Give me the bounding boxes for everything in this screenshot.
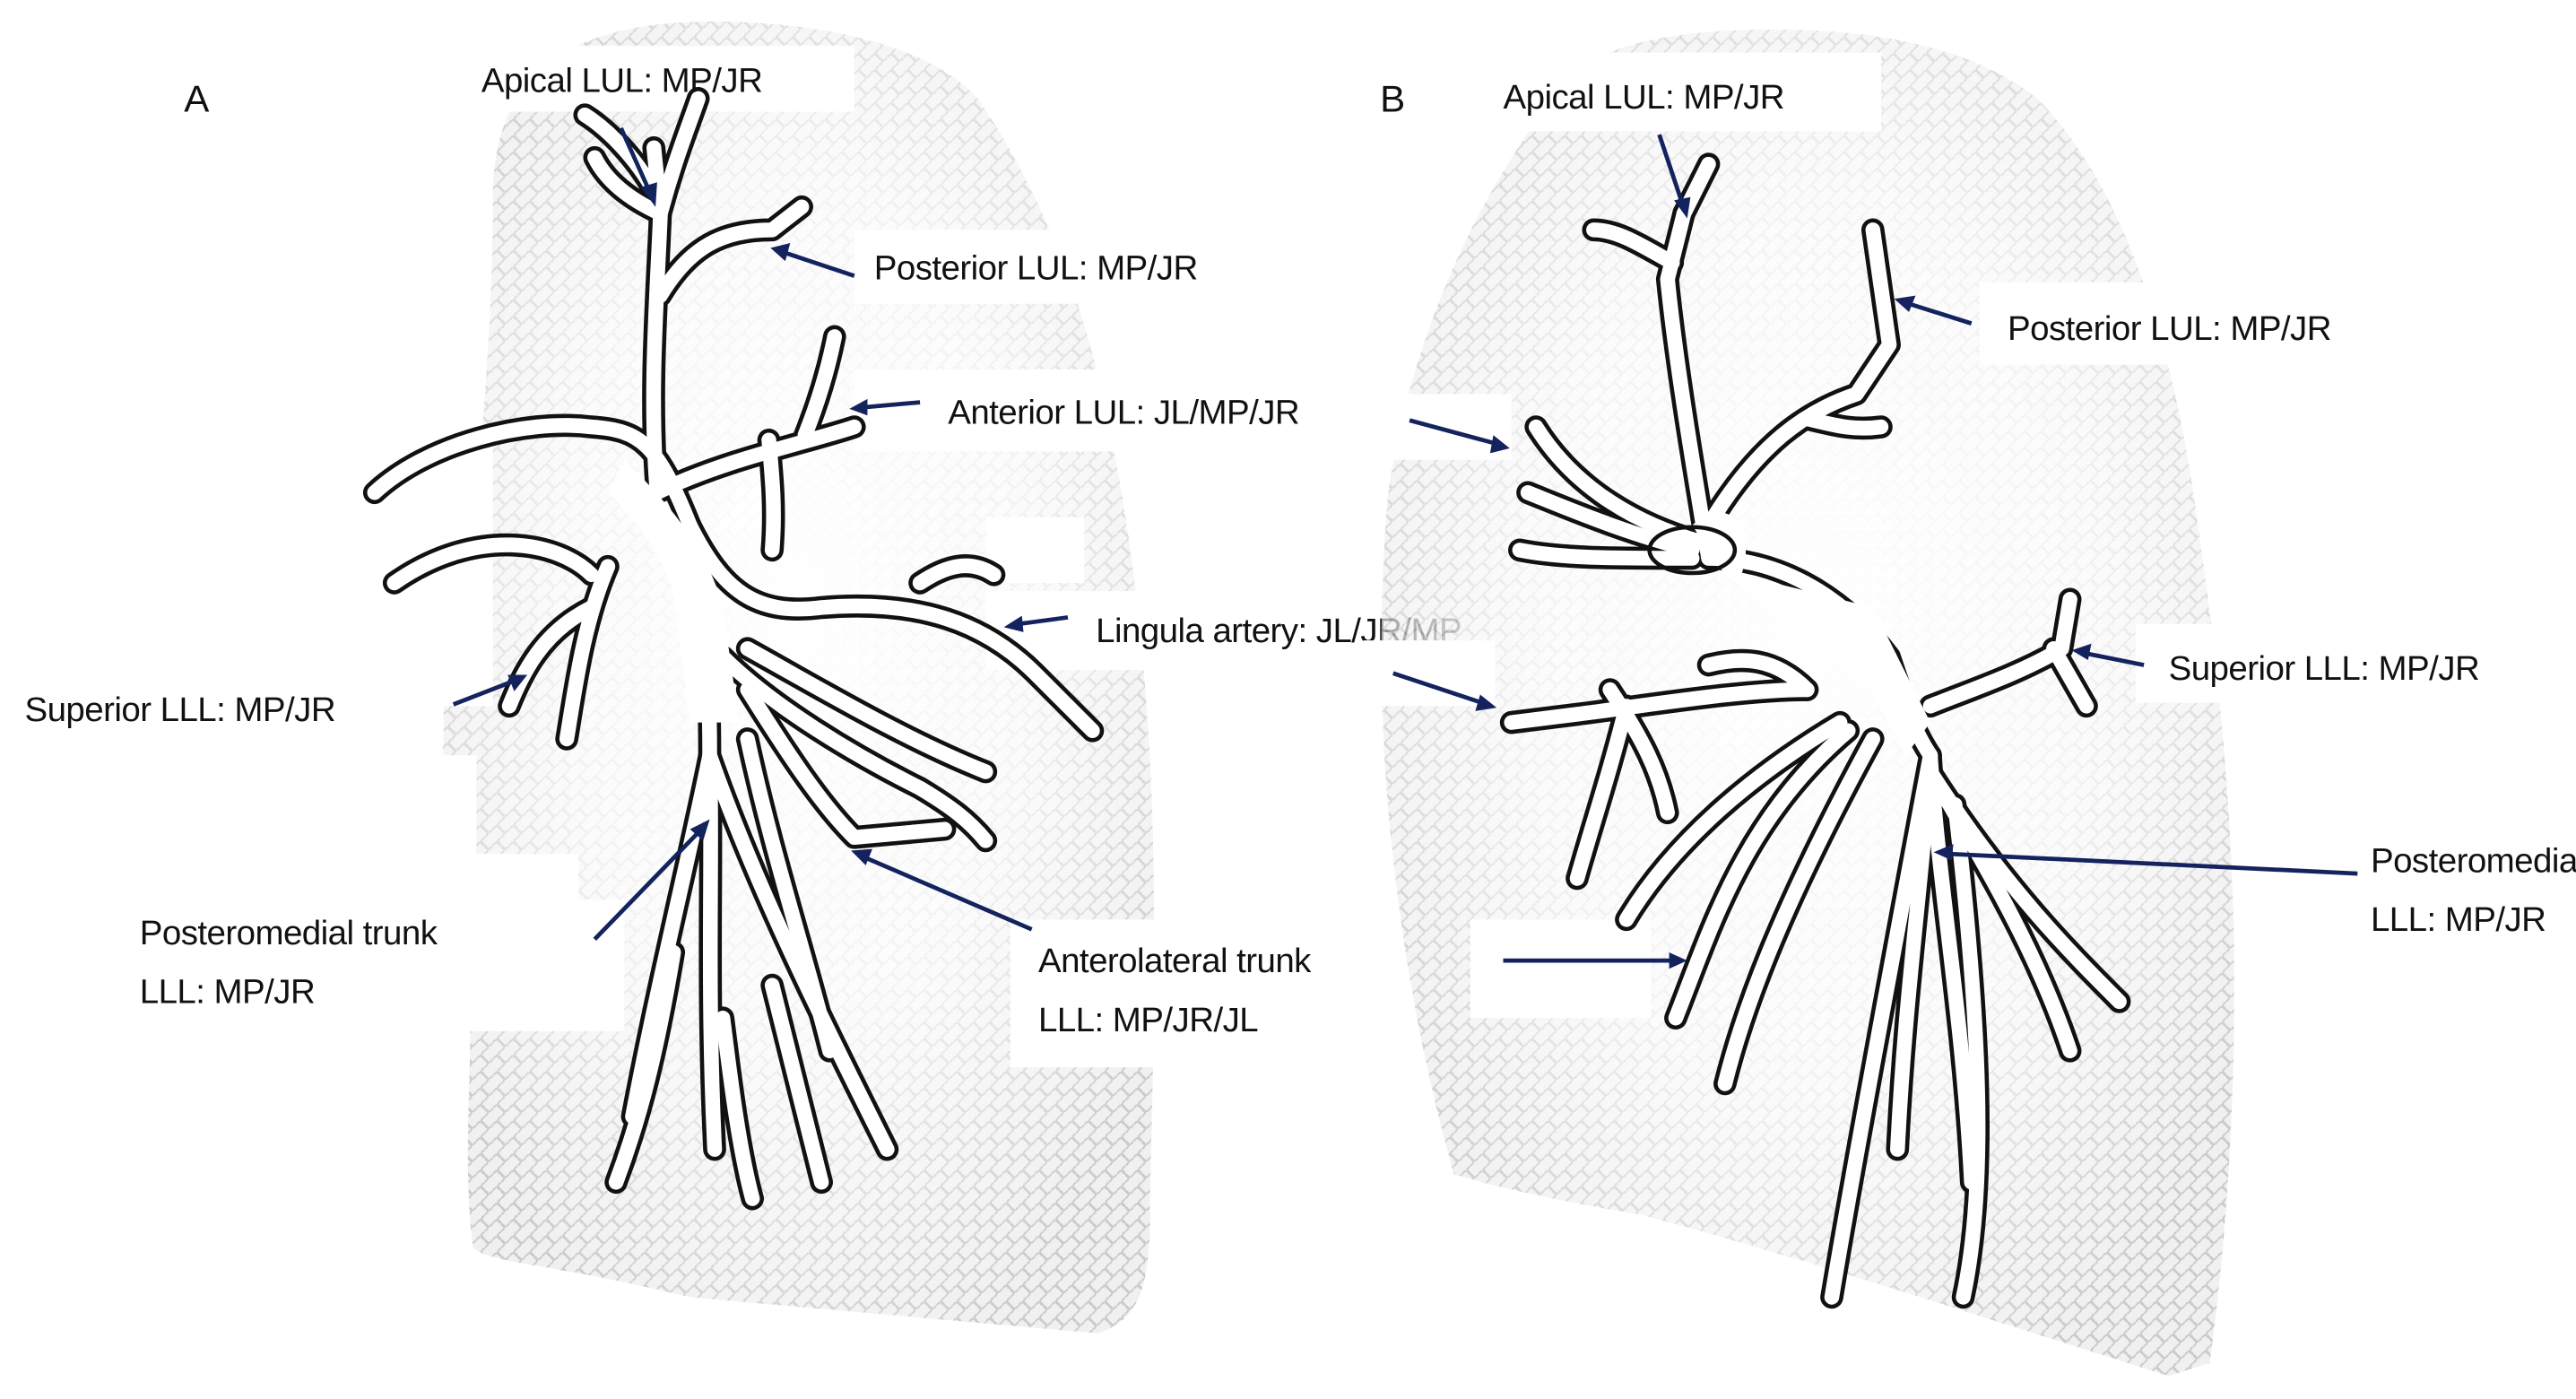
- label-a-anterior: Anterior LUL: JL/MP/JR: [849, 393, 1300, 431]
- arrow-icon: [1409, 418, 1510, 454]
- label-text: LLL: MP/JR/JL: [1038, 1001, 1258, 1039]
- label-a-superior-lll: Superior LLL: MP/JR: [24, 674, 528, 729]
- artery-tree-a: [362, 87, 1105, 1211]
- label-b-posterior: Posterior LUL: MP/JR: [1894, 295, 2332, 348]
- arrow-icon: [2071, 643, 2145, 667]
- label-text: Apical LUL: MP/JR: [1504, 78, 1784, 117]
- arrow-icon: [1503, 951, 1687, 969]
- label-b-lingula-arrow: [1392, 671, 1497, 711]
- panel-label-b: B: [1380, 78, 1405, 120]
- arrow-icon: [770, 242, 855, 278]
- panel-label-a: A: [184, 78, 209, 120]
- arrow-icon: [1003, 615, 1069, 632]
- label-b-apical: Apical LUL: MP/JR: [1504, 78, 1785, 219]
- label-b-anterior-arrow: [1409, 418, 1510, 454]
- label-a-apical: Apical LUL: MP/JR: [481, 62, 763, 207]
- arrow-icon: [849, 398, 921, 416]
- arrow-icon: [1392, 671, 1497, 711]
- label-text: Apical LUL: MP/JR: [481, 62, 762, 100]
- arrow-icon: [1933, 844, 2358, 876]
- arrow-icon: [619, 126, 657, 207]
- label-text: LLL: MP/JR: [2371, 900, 2546, 939]
- label-b-superior-lll: Superior LLL: MP/JR: [2071, 643, 2480, 688]
- label-text: Posteromedial trunk: [140, 914, 438, 952]
- panel-b: B Apical LUL: MP/JR Posterior LUL: MP/JR: [1363, 29, 2576, 1377]
- label-a-posteromedial: Posteromedial trunk LLL: MP/JR: [140, 819, 710, 1012]
- arrow-icon: [452, 674, 528, 707]
- label-b-anterolateral-arrow: [1503, 951, 1687, 969]
- artery-tree-b: [1499, 152, 2131, 1309]
- label-text: Posterior LUL: MP/JR: [874, 248, 1198, 287]
- label-a-anterolateral: Anterolateral trunk LLL: MP/JR/JL: [851, 848, 1313, 1039]
- arrow-icon: [593, 819, 710, 941]
- arrow-icon: [851, 848, 1033, 932]
- lung-b-silhouette: [1381, 29, 2234, 1377]
- label-a-posterior: Posterior LUL: MP/JR: [770, 242, 1198, 287]
- arrow-icon: [1894, 295, 1973, 326]
- label-text: Anterior LUL: JL/MP/JR: [948, 393, 1299, 431]
- label-text: Posteromedial trunk: [2371, 841, 2576, 880]
- label-text: Anterolateral trunk: [1038, 942, 1312, 980]
- panel-a: A Apical LUL: MP/JR Posterior LUL: MP/JR…: [0, 22, 1610, 1334]
- label-text: Superior LLL: MP/JR: [24, 691, 335, 729]
- label-text: LLL: MP/JR: [140, 973, 315, 1012]
- label-text: Superior LLL: MP/JR: [2169, 649, 2480, 688]
- label-b-posteromedial: Posteromedial trunk LLL: MP/JR: [1933, 841, 2576, 939]
- label-text: Posterior LUL: MP/JR: [2008, 309, 2331, 348]
- arrow-icon: [1657, 134, 1691, 219]
